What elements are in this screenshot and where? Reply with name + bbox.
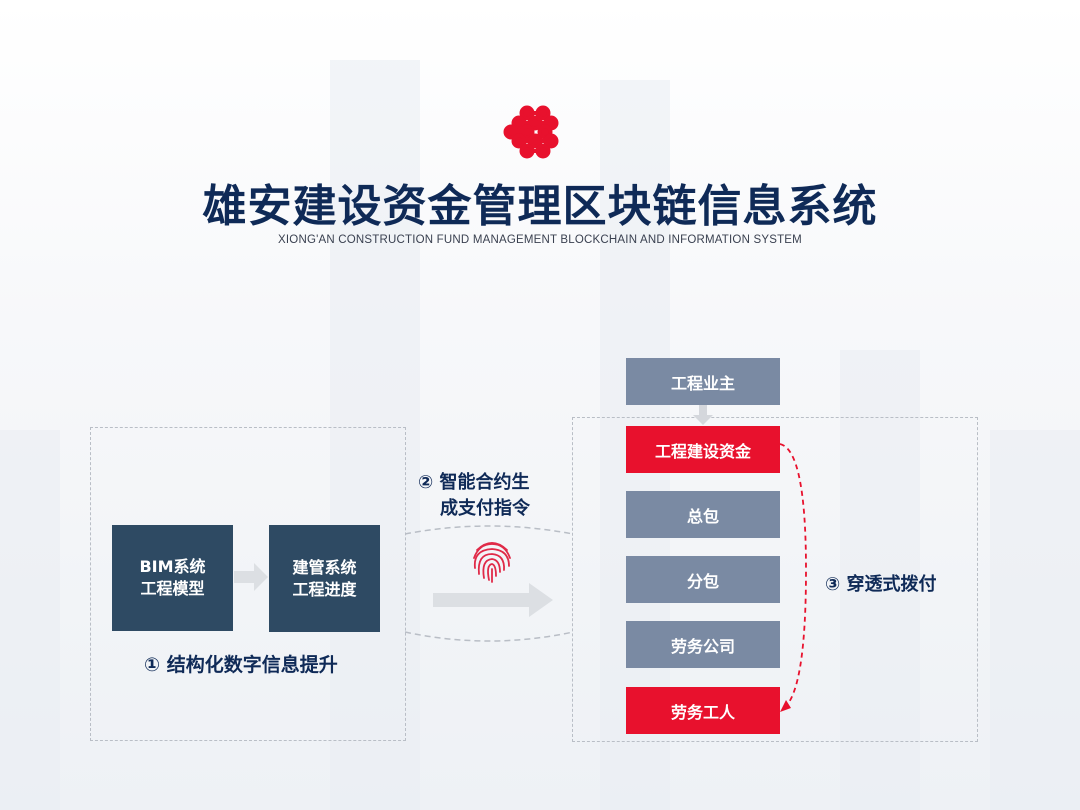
step2-label-line1: ② 智能合约生 <box>418 472 530 493</box>
bim-line1: BIM系统 <box>139 557 206 576</box>
chain-box-general-contractor: 总包 <box>626 491 780 538</box>
arrow-right-icon <box>234 563 268 591</box>
chain-box-construction-fund: 工程建设资金 <box>626 426 780 473</box>
section1-frame <box>90 427 406 741</box>
page-title: 雄安建设资金管理区块链信息系统 <box>202 181 878 232</box>
bim-system-box: BIM系统 工程模型 <box>112 525 233 631</box>
jg-line2: 工程进度 <box>292 579 357 599</box>
curved-dash-bottom <box>405 631 573 642</box>
step3-label: ③ 穿透式拨付 <box>825 574 937 595</box>
section3-frame <box>572 417 978 742</box>
arrow-down-icon <box>693 405 713 425</box>
red-dot-network-logo-icon <box>503 105 559 159</box>
step1-label: ① 结构化数字信息提升 <box>144 654 338 676</box>
jg-line1: 建管系统 <box>292 557 357 577</box>
curved-dash-top <box>405 525 573 535</box>
step2-label-line2: 成支付指令 <box>440 498 530 519</box>
bim-line2: 工程模型 <box>140 579 205 598</box>
owner-box: 工程业主 <box>626 358 780 405</box>
chain-box-labor-company: 劳务公司 <box>626 621 780 668</box>
fingerprint-icon <box>473 542 511 583</box>
jianguan-system-box: 建管系统 工程进度 <box>269 525 380 632</box>
chain-box-subcontractor: 分包 <box>626 556 780 603</box>
chain-box-labor-worker: 劳务工人 <box>626 687 780 734</box>
page-subtitle: XIONG'AN CONSTRUCTION FUND MANAGEMENT BL… <box>278 234 802 246</box>
arrow-right-large-icon <box>433 583 553 617</box>
dashed-curve-arrow-icon <box>779 443 807 712</box>
